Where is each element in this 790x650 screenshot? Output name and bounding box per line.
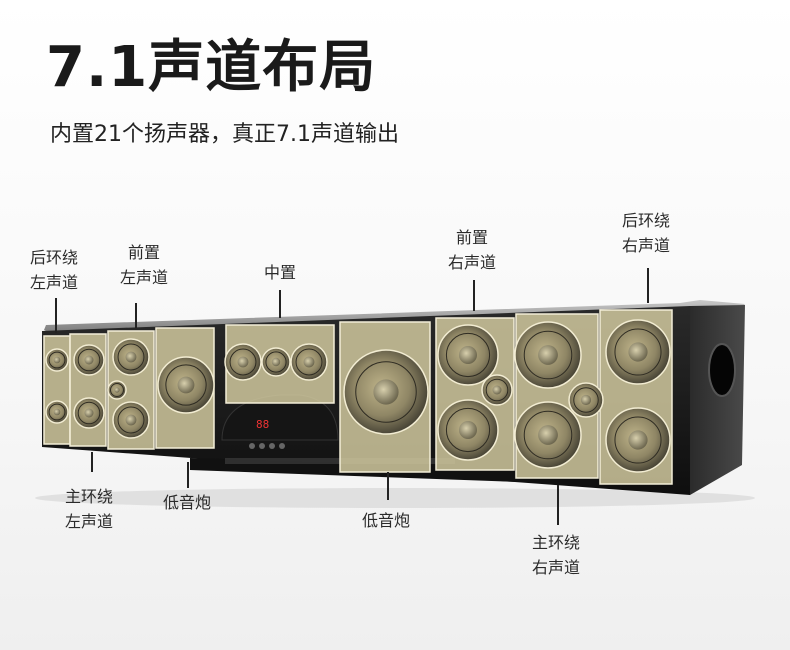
page-subtitle: 内置21个扬声器，真正7.1声道输出: [50, 122, 399, 147]
bass-port-icon: [708, 343, 736, 397]
display-readout: 88: [256, 418, 269, 431]
subwoofer-driver-icon: [343, 349, 429, 435]
cabinet-side: [690, 305, 745, 495]
tweeter-driver-icon: [45, 400, 69, 424]
woofer-driver-icon: [112, 338, 150, 376]
speaker-drivers: [45, 319, 671, 473]
tweeter-driver-icon: [261, 347, 291, 377]
woofer-driver-icon: [605, 407, 671, 473]
callout-front-right: 前置右声道: [448, 228, 497, 272]
callout-main-surround-right: 主环绕右声道: [532, 533, 581, 577]
callout-main-surround-left: 主环绕左声道: [65, 487, 114, 531]
page-title: 7.1声道布局: [46, 35, 377, 100]
callout-front-left: 前置左声道: [120, 243, 169, 287]
tweeter-driver-icon: [107, 380, 127, 400]
subwoofer-driver-icon: [157, 356, 215, 414]
woofer-driver-icon: [224, 343, 262, 381]
woofer-driver-icon: [437, 399, 499, 461]
woofer-driver-icon: [514, 321, 582, 389]
tweeter-driver-icon: [45, 348, 69, 372]
callout-rear-surround-right: 后环绕右声道: [622, 211, 671, 255]
callout-subwoofer-center: 低音炮: [362, 511, 411, 530]
cabinet-top: [44, 300, 745, 332]
woofer-driver-icon: [514, 401, 582, 469]
woofer-driver-icon: [437, 324, 499, 386]
woofer-driver-icon: [290, 343, 328, 381]
woofer-driver-icon: [73, 397, 105, 429]
tweeter-driver-icon: [568, 382, 604, 418]
woofer-driver-icon: [112, 401, 150, 439]
callout-rear-surround-left: 后环绕左声道: [30, 248, 79, 292]
callout-subwoofer-left: 低音炮: [163, 493, 212, 512]
callout-center: 中置: [264, 263, 297, 282]
woofer-driver-icon: [73, 344, 105, 376]
woofer-driver-icon: [605, 319, 671, 385]
tweeter-driver-icon: [481, 374, 513, 406]
